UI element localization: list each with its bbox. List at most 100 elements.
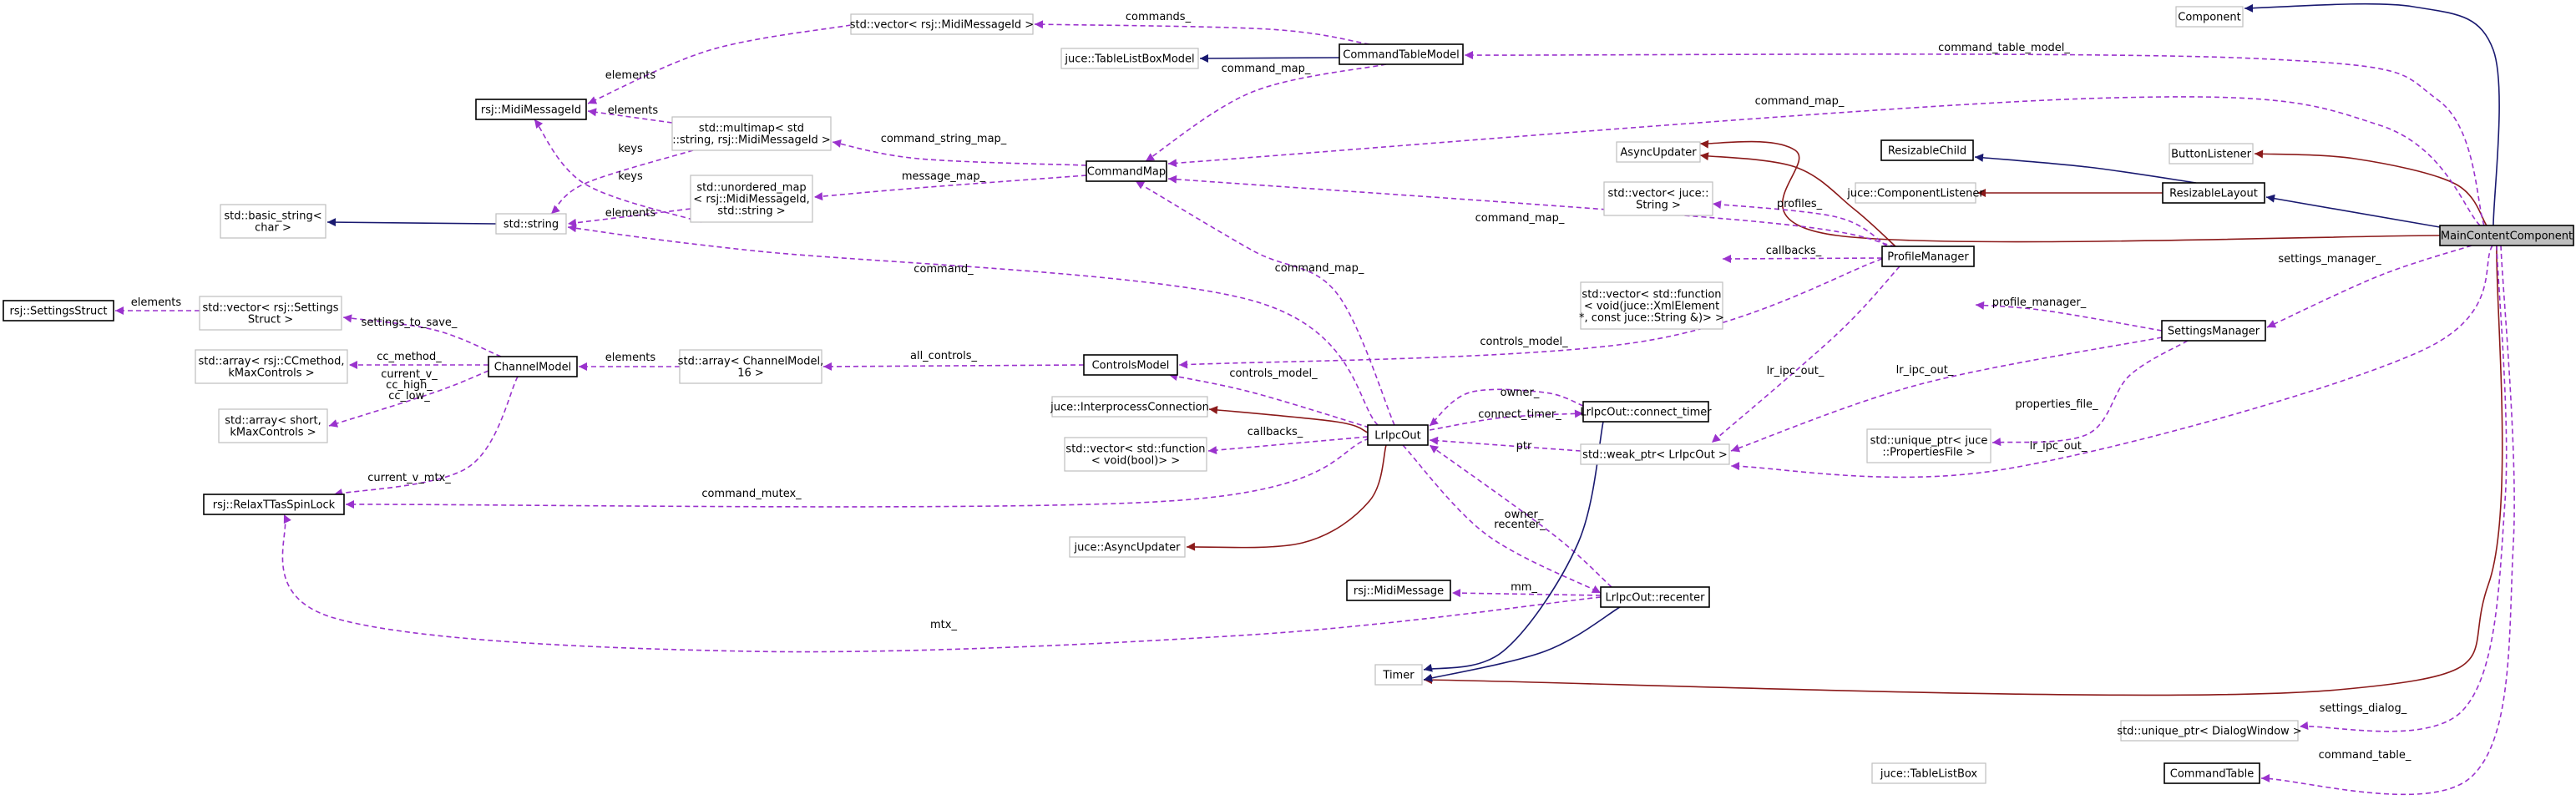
node-box	[203, 494, 345, 515]
node-label: LrIpcOut::recenter	[1605, 592, 1705, 605]
edge-label: owner_	[1505, 509, 1544, 521]
class-node-controls-model[interactable]: ControlsModel	[1083, 354, 1178, 376]
class-node-multimap[interactable]: std::multimap< std::string, rsj::MidiMes…	[671, 116, 832, 151]
edge-label: command_map_	[1755, 95, 1845, 108]
node-label: Component	[2178, 12, 2240, 24]
node-label: Struct >	[248, 314, 293, 327]
class-node-weak-ptr-lrpcout[interactable]: std::weak_ptr< LrIpcOut >	[1580, 443, 1730, 465]
node-box	[1616, 141, 1701, 163]
edge-label: commands_	[1126, 11, 1192, 23]
class-node-array-channel-model[interactable]: std::array< ChannelModel,16 >	[678, 349, 824, 384]
class-node-recenter[interactable]: LrIpcOut::recenter	[1600, 586, 1710, 608]
class-node-std-string[interactable]: std::string	[495, 213, 567, 235]
class-node-async-updater-top[interactable]: AsyncUpdater	[1616, 141, 1701, 163]
edge-main-content-component-to-command-table	[2260, 245, 2515, 796]
class-node-unique-ptr-properties[interactable]: std::unique_ptr< juce::PropertiesFile >	[1866, 428, 1991, 463]
class-node-vector-settings-struct[interactable]: std::vector< rsj::SettingsStruct >	[199, 296, 342, 331]
node-label: ControlsModel	[1092, 360, 1170, 372]
edge-label: recenter_	[1494, 519, 1546, 531]
class-node-table-list-box-model[interactable]: juce::TableListBoxModel	[1060, 48, 1199, 69]
node-box	[1346, 580, 1451, 601]
edge-main-content-component-to-command-table-model	[1464, 51, 2485, 226]
edge-command-table-model-to-command-map	[1145, 63, 1387, 162]
node-box	[2175, 6, 2244, 28]
node-box	[1051, 396, 1208, 418]
edge-main-content-component-to-async-updater-top	[1699, 139, 2441, 243]
edge-label: lr_ipc_out_	[1896, 364, 1954, 377]
node-label: juce::ComponentListener	[1846, 188, 1984, 200]
class-node-vector-function-xml[interactable]: std::vector< std::function< void(juce::X…	[1579, 281, 1724, 330]
node-label: ::string, rsj::MidiMessageId >	[672, 134, 831, 147]
class-node-vector-midi-message-id[interactable]: std::vector< rsj::MidiMessageId >	[850, 13, 1034, 35]
class-node-resizable-layout[interactable]: ResizableLayout	[2162, 182, 2265, 204]
node-box	[1083, 354, 1178, 376]
class-node-main-content-component[interactable]: MainContentComponent	[2439, 225, 2574, 246]
edge-label: elements	[131, 296, 182, 309]
node-box	[1880, 139, 1974, 161]
class-node-basic-string[interactable]: std::basic_string<char >	[220, 204, 326, 239]
class-node-command-table[interactable]: CommandTable	[2164, 762, 2260, 784]
class-node-component-listener[interactable]: juce::ComponentListener	[1846, 182, 1984, 204]
class-node-profile-manager[interactable]: ProfileManager	[1881, 246, 1975, 267]
class-node-array-short[interactable]: std::array< short,kMaxControls >	[218, 408, 328, 443]
class-node-midi-message[interactable]: rsj::MidiMessage	[1346, 580, 1451, 601]
node-label: juce::TableListBoxModel	[1064, 53, 1194, 66]
class-node-midi-message-id[interactable]: rsj::MidiMessageId	[475, 99, 587, 120]
edge-resizable-layout-to-resizable-child	[1974, 153, 2197, 184]
edge-unordered-map-to-midi-message-id	[534, 119, 702, 223]
edge-label: command_table_	[2319, 749, 2412, 762]
edge-lrpcout-to-command-map	[1135, 180, 1395, 426]
class-node-component[interactable]: Component	[2175, 6, 2244, 28]
class-node-button-listener[interactable]: ButtonListener	[2169, 143, 2254, 165]
edge-label: properties_file_	[2015, 398, 2098, 411]
class-node-array-ccmethod[interactable]: std::array< rsj::CCmethod,kMaxControls >	[195, 349, 348, 384]
edge-profile-manager-to-async-updater-top	[1699, 152, 1896, 247]
node-box	[475, 99, 587, 120]
class-node-channel-model[interactable]: ChannelModel	[488, 356, 578, 377]
class-node-connect-timer[interactable]: LrIpcOut::connect_timer	[1580, 401, 1712, 423]
class-node-unordered-map[interactable]: std::unordered_map< rsj::MidiMessageId,s…	[690, 175, 813, 223]
edge-lrpcout-to-controls-model	[1168, 372, 1370, 428]
edge-lrpcout-to-std-string	[567, 224, 1379, 426]
node-label: ::PropertiesFile >	[1882, 447, 1975, 459]
node-box	[1374, 664, 1423, 686]
edge-label: command_mutex_	[701, 488, 802, 500]
edge-label: keys	[618, 170, 643, 183]
class-node-relax-spinlock[interactable]: rsj::RelaxTTasSpinLock	[203, 494, 345, 515]
class-node-command-map[interactable]: CommandMap	[1086, 160, 1167, 182]
edge-label: controls_model_	[1480, 336, 1568, 348]
node-label: kMaxControls >	[230, 427, 316, 439]
node-box	[690, 175, 813, 223]
node-label: std::string	[504, 219, 559, 231]
node-box	[495, 213, 567, 235]
edge-main-content-component-to-button-listener	[2254, 149, 2487, 226]
node-label: std::vector< std::function	[1065, 443, 1205, 456]
class-node-vector-function-bool[interactable]: std::vector< std::function< void(bool)> …	[1064, 437, 1207, 472]
node-label: juce::AsyncUpdater	[1074, 542, 1182, 554]
class-node-interprocess-connection[interactable]: juce::InterprocessConnection	[1050, 396, 1209, 418]
class-node-async-updater-bottom[interactable]: juce::AsyncUpdater	[1069, 536, 1186, 558]
node-label: ResizableChild	[1888, 145, 1966, 158]
class-node-lrpcout[interactable]: LrIpcOut	[1367, 424, 1429, 446]
node-label: std::vector< juce::	[1608, 188, 1709, 200]
node-label: < void(juce::XmlElement	[1584, 301, 1719, 313]
class-node-timer[interactable]: Timer	[1374, 664, 1423, 686]
class-node-resizable-child[interactable]: ResizableChild	[1880, 139, 1974, 161]
node-label: ChannelModel	[494, 362, 571, 374]
edge-label: command_map_	[1222, 63, 1311, 75]
class-node-settings-struct[interactable]: rsj::SettingsStruct	[3, 300, 114, 322]
class-node-juce-string[interactable]: std::vector< juce::String >	[1603, 181, 1713, 216]
class-node-table-list-box[interactable]: juce::TableListBox	[1871, 762, 1986, 784]
edge-profile-manager-to-vector-function-xml	[1722, 254, 1883, 263]
node-label: *, const juce::String &)> >	[1579, 312, 1724, 325]
node-box	[2439, 225, 2574, 246]
class-node-command-table-model[interactable]: CommandTableModel	[1339, 43, 1464, 65]
class-node-settings-manager[interactable]: SettingsManager	[2161, 320, 2266, 342]
class-node-unique-ptr-dialog[interactable]: std::unique_ptr< DialogWindow >	[2117, 720, 2302, 742]
node-box	[1582, 401, 1709, 423]
node-box	[195, 349, 348, 384]
node-label: std::weak_ptr< LrIpcOut >	[1582, 449, 1728, 462]
edge-label: elements	[605, 352, 656, 364]
node-box	[218, 408, 328, 443]
node-label: Timer	[1382, 670, 1415, 682]
